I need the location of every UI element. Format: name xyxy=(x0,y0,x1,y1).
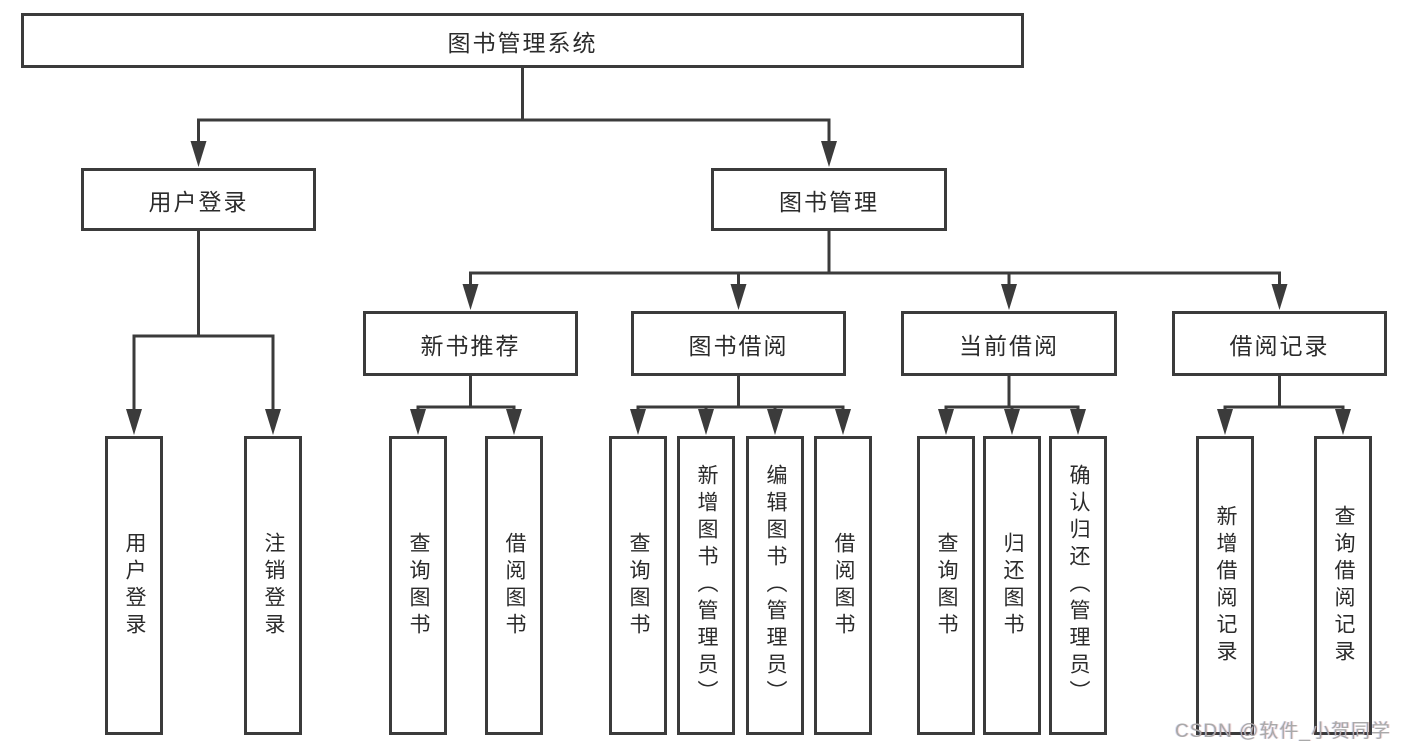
leaf-logout: 注销登录 xyxy=(244,436,302,735)
leaf-add-book-admin-label: 新增图书（管理员） xyxy=(695,464,719,707)
leaf-query-borrow-record: 查询借阅记录 xyxy=(1314,436,1372,735)
leaf-query-books-current: 查询图书 xyxy=(917,436,975,735)
node-current-borrowing-label: 当前借阅 xyxy=(959,332,1059,359)
leaf-add-borrow-record: 新增借阅记录 xyxy=(1196,436,1254,735)
leaf-borrow-books-label: 借阅图书 xyxy=(832,531,856,640)
leaf-query-books-borrowing: 查询图书 xyxy=(609,436,667,735)
node-book-borrowing: 图书借阅 xyxy=(631,311,846,376)
leaf-borrow-books-recommend-label: 借阅图书 xyxy=(503,531,527,640)
leaf-confirm-return-admin-label: 确认归还（管理员） xyxy=(1067,464,1091,707)
node-new-book-recommend-label: 新书推荐 xyxy=(420,332,521,359)
node-current-borrowing: 当前借阅 xyxy=(901,311,1117,376)
leaf-add-borrow-record-label: 新增借阅记录 xyxy=(1214,504,1238,667)
node-user-login-label: 用户登录 xyxy=(148,188,249,215)
leaf-logout-label: 注销登录 xyxy=(262,531,286,640)
leaf-query-books-current-label: 查询图书 xyxy=(935,531,959,640)
node-borrowing-records: 借阅记录 xyxy=(1172,311,1387,376)
leaf-return-books-label: 归还图书 xyxy=(1001,531,1025,640)
node-borrowing-records-label: 借阅记录 xyxy=(1229,332,1330,359)
node-book-management: 图书管理 xyxy=(711,168,947,231)
leaf-add-book-admin: 新增图书（管理员） xyxy=(677,436,735,735)
leaf-query-borrow-record-label: 查询借阅记录 xyxy=(1332,504,1356,667)
leaf-return-books: 归还图书 xyxy=(983,436,1041,735)
leaf-user-login: 用户登录 xyxy=(105,436,163,735)
node-book-borrowing-label: 图书借阅 xyxy=(688,332,789,359)
node-library-system: 图书管理系统 xyxy=(21,13,1024,68)
leaf-query-books-borrowing-label: 查询图书 xyxy=(627,531,651,640)
leaf-edit-book-admin: 编辑图书（管理员） xyxy=(746,436,804,735)
leaf-borrow-books: 借阅图书 xyxy=(814,436,872,735)
node-user-login: 用户登录 xyxy=(81,168,316,231)
leaf-query-books-recommend: 查询图书 xyxy=(389,436,447,735)
node-new-book-recommend: 新书推荐 xyxy=(363,311,578,376)
leaf-edit-book-admin-label: 编辑图书（管理员） xyxy=(764,464,788,707)
leaf-borrow-books-recommend: 借阅图书 xyxy=(485,436,543,735)
leaf-query-books-recommend-label: 查询图书 xyxy=(407,531,431,640)
watermark: CSDN @软件_小贺同学 xyxy=(1175,721,1391,742)
leaf-confirm-return-admin: 确认归还（管理员） xyxy=(1049,436,1107,735)
node-book-management-label: 图书管理 xyxy=(779,188,879,215)
node-library-system-label: 图书管理系统 xyxy=(447,29,598,56)
leaf-user-login-label: 用户登录 xyxy=(123,531,147,640)
